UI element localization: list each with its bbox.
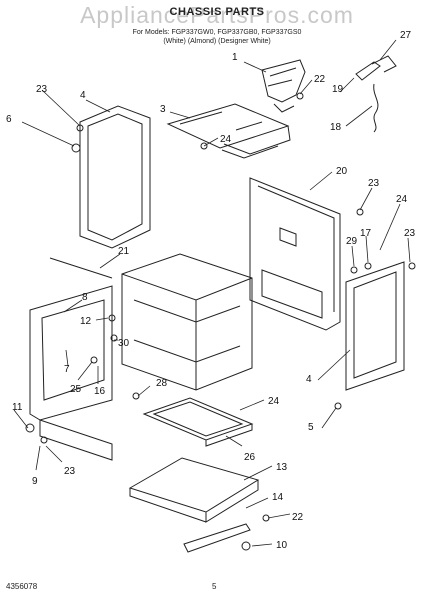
hardware xyxy=(25,92,416,551)
callout-22: 22 xyxy=(292,512,304,523)
part-oven-cavity xyxy=(121,253,253,391)
part-burner-bracket xyxy=(261,59,306,113)
callout-13: 13 xyxy=(276,462,288,473)
callout-9: 9 xyxy=(32,476,38,487)
callout-23: 23 xyxy=(64,466,76,477)
leader-lines xyxy=(13,39,411,547)
callout-7: 7 xyxy=(64,364,70,375)
callout-17: 17 xyxy=(360,228,372,239)
callout-23: 23 xyxy=(368,178,380,189)
model-list: For Models: FGP337GW0, FGP337GB0, FGP337… xyxy=(132,29,302,36)
callout-8: 8 xyxy=(82,292,88,303)
part-gasket xyxy=(49,257,113,279)
callout-5: 5 xyxy=(308,422,314,433)
callout-27: 27 xyxy=(400,30,412,41)
callout-19: 19 xyxy=(332,84,344,95)
callout-30: 30 xyxy=(118,338,130,349)
callout-10: 10 xyxy=(276,540,288,551)
callout-16: 16 xyxy=(94,386,106,397)
part-drawer-rail xyxy=(183,523,251,553)
callout-14: 14 xyxy=(272,492,284,503)
callout-4: 4 xyxy=(80,90,86,101)
callout-20: 20 xyxy=(336,166,348,177)
callout-23: 23 xyxy=(36,84,48,95)
page-number: 5 xyxy=(212,582,217,591)
callout-24: 24 xyxy=(220,134,232,145)
callout-29: 29 xyxy=(346,236,358,247)
callout-22: 22 xyxy=(314,74,326,85)
callout-12: 12 xyxy=(80,316,92,327)
part-broiler-pan xyxy=(142,397,254,447)
part-storage-drawer xyxy=(128,457,260,523)
callout-6: 6 xyxy=(6,114,12,125)
part-side-panel-left xyxy=(79,105,151,249)
callout-21: 21 xyxy=(118,246,130,257)
callout-23: 23 xyxy=(404,228,416,239)
callout-11: 11 xyxy=(12,402,23,413)
part-front-frame xyxy=(29,285,113,461)
callout-18: 18 xyxy=(330,122,342,133)
callout-24: 24 xyxy=(396,194,408,205)
document-number: 4356078 xyxy=(6,582,38,591)
callout-25: 25 xyxy=(70,384,82,395)
callout-1: 1 xyxy=(232,52,238,63)
callout-26: 26 xyxy=(244,452,256,463)
part-power-cord xyxy=(355,55,397,133)
callout-3: 3 xyxy=(160,104,166,115)
callout-28: 28 xyxy=(156,378,168,389)
callout-24: 24 xyxy=(268,396,280,407)
diagram-title: CHASSIS PARTS xyxy=(169,6,265,18)
color-variants: (White) (Almond) (Designer White) xyxy=(163,38,271,45)
part-side-panel-right xyxy=(345,261,405,391)
watermark: AppliancePartsPros.com xyxy=(80,2,354,28)
callout-4: 4 xyxy=(306,374,312,385)
part-rear-panel xyxy=(249,177,341,331)
part-burner-base xyxy=(166,103,291,159)
